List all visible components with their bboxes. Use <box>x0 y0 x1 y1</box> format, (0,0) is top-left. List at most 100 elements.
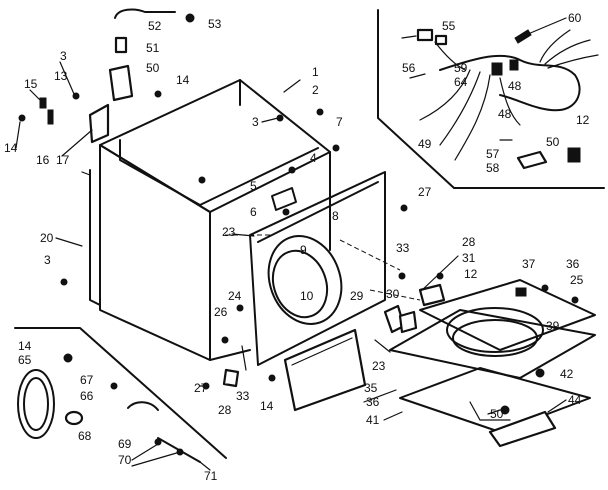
cabinet-assembly <box>81 79 331 361</box>
fastener-55 <box>409 73 426 79</box>
callout-3-left: 3 <box>60 49 67 63</box>
callout-70: 71 <box>204 469 218 483</box>
callout-30: 30 <box>386 287 400 301</box>
callout-23-right: 25 <box>570 273 584 287</box>
callout-45: 48 <box>498 107 512 121</box>
callout-7: 7 <box>336 115 343 129</box>
block-12-inset <box>567 147 581 163</box>
screw-23-right <box>571 296 579 304</box>
callout-52: 52 <box>148 19 162 33</box>
screw-14-top <box>154 90 162 98</box>
door-34-edge <box>291 337 353 366</box>
leader-71 <box>401 35 417 39</box>
screw-33 <box>398 272 406 280</box>
plug-59 <box>514 29 532 44</box>
screw-27 <box>400 204 408 212</box>
callout-24: 26 <box>214 305 228 319</box>
drum-ring-inner <box>452 319 538 357</box>
callout-44: 48 <box>508 79 522 93</box>
wire-branch-d <box>499 77 521 126</box>
callout-4: 4 <box>310 151 317 165</box>
alignment-line-a <box>339 239 401 271</box>
callout-55: 56 <box>402 61 416 75</box>
leader-70 <box>199 461 211 471</box>
callout-3-top: 3 <box>252 115 259 129</box>
callout-41: 42 <box>560 367 574 381</box>
rear-bulkhead-12 <box>419 279 596 351</box>
connector-54 <box>416 28 434 42</box>
callout-48-right: 50 <box>546 135 560 149</box>
clip-31 <box>418 283 446 307</box>
cap-67 <box>64 410 84 426</box>
power-cord-coil-inner <box>23 377 49 431</box>
fastener-49 <box>500 405 510 415</box>
fitting-51 <box>114 36 128 54</box>
callout-35: 36 <box>366 395 380 409</box>
callout-22: 23 <box>222 225 236 239</box>
leader-17 <box>61 129 93 157</box>
front-panel-assembly <box>225 171 421 366</box>
callout-40: 41 <box>366 413 380 427</box>
door-seal-10 <box>271 249 329 319</box>
wire-harness-main <box>439 54 581 112</box>
bracket-42 <box>488 410 557 448</box>
callout-23-left: 24 <box>228 289 242 303</box>
cabinet-front-side <box>99 144 211 361</box>
leader-14-left <box>15 121 21 149</box>
callout-17: 17 <box>56 153 70 167</box>
inset-border <box>377 9 605 189</box>
cabinet-top-edge <box>99 79 331 213</box>
connector-58 <box>434 34 448 46</box>
callout-5: 5 <box>250 179 257 193</box>
callout-65: 66 <box>80 389 94 403</box>
wiring-harness-inset <box>377 9 605 189</box>
screw-3-lower <box>60 278 68 286</box>
callout-10: 10 <box>300 289 314 303</box>
callout-37: 37 <box>522 257 536 271</box>
callout-27: 27 <box>418 185 432 199</box>
callout-53: 53 <box>208 17 222 31</box>
screw-24 <box>221 336 229 344</box>
callout-49: 50 <box>490 407 504 421</box>
clamp-65 <box>127 401 159 411</box>
callout-66: 67 <box>80 373 94 387</box>
callout-31: 31 <box>462 251 476 265</box>
callout-51: 51 <box>146 41 160 55</box>
wire-branch-g <box>547 54 599 69</box>
callout-69: 70 <box>118 453 132 467</box>
callout-14-door: 14 <box>260 399 274 413</box>
wire-branch-a <box>419 69 471 121</box>
screw-23-left <box>236 304 244 312</box>
clip-32 <box>241 345 247 371</box>
wire-branch-f <box>544 39 591 65</box>
plug-14 <box>63 353 73 363</box>
strike-21 <box>374 339 391 353</box>
callout-29: 29 <box>350 289 364 303</box>
spring-16 <box>47 109 54 125</box>
power-cord-coil-64 <box>17 369 55 439</box>
wire-branch-b <box>439 71 481 146</box>
screw-13 <box>72 92 80 100</box>
callout-21: 23 <box>372 359 386 373</box>
leader-35 <box>363 389 397 403</box>
side-panel-20 <box>89 169 101 306</box>
callout-16: 16 <box>36 153 50 167</box>
callout-34: 35 <box>364 381 378 395</box>
callout-42: 44 <box>568 393 582 407</box>
callout-9: 9 <box>300 243 307 257</box>
bracket-5 <box>271 187 297 211</box>
callout-58: 59 <box>454 61 468 75</box>
screw-6 <box>282 208 290 216</box>
terminal-block-60 <box>491 62 503 76</box>
callout-12-main: 12 <box>464 267 478 281</box>
callout-2: 2 <box>312 83 319 97</box>
lower-inset-border <box>14 327 227 459</box>
vent-50 <box>108 64 134 102</box>
screw-7 <box>332 144 340 152</box>
callout-48-left: 49 <box>418 137 432 151</box>
drum-ring-39 <box>446 307 544 353</box>
leader-3-left <box>59 61 75 95</box>
bracket-26 <box>222 368 240 388</box>
callout-3-lower: 3 <box>44 253 51 267</box>
switch-30 <box>398 310 418 334</box>
